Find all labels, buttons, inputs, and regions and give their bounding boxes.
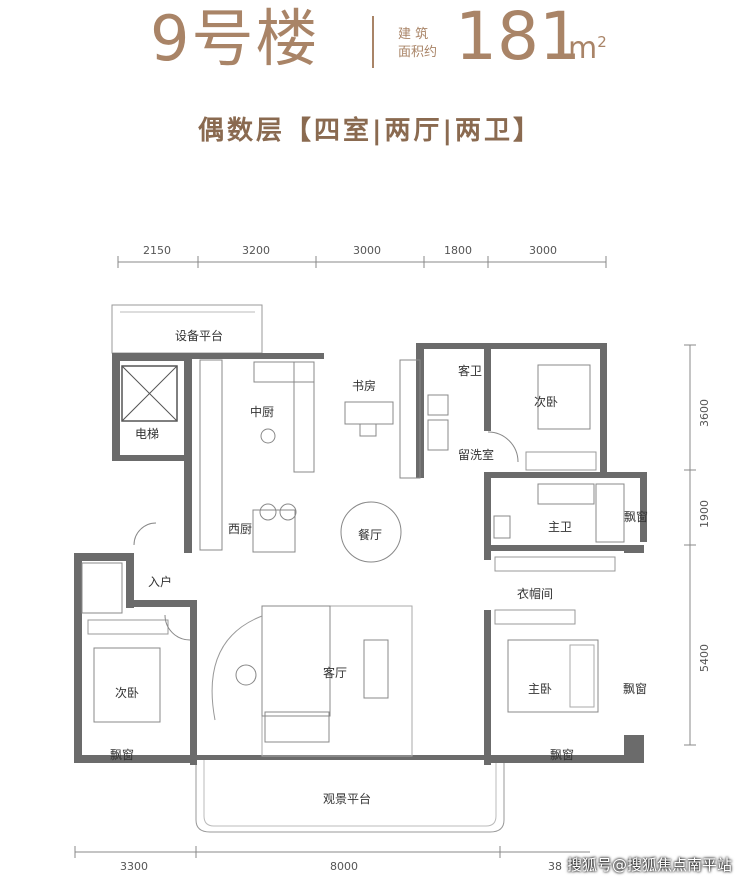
- room-closet: 衣帽间: [517, 587, 554, 601]
- study-chair: [359, 423, 377, 437]
- living-rug: [261, 605, 413, 757]
- closet-rail-2: [494, 609, 576, 625]
- room-master-bedroom: 主卧: [528, 682, 553, 696]
- room-western-kitchen: 西厨: [228, 522, 253, 536]
- bottom-dimension-line: [74, 846, 590, 858]
- laundry-door-swing: [487, 431, 519, 463]
- room-entrance: 入户: [148, 575, 173, 589]
- layout-subtitle: 偶数层【四室|两厅|两卫】: [198, 116, 542, 146]
- washer: [427, 419, 449, 451]
- entry-door-swing: [133, 522, 157, 546]
- room-master-bath: 主卫: [548, 520, 573, 534]
- guest-toilet: [427, 394, 449, 416]
- room-elevator: 电梯: [135, 427, 160, 441]
- coffee-table: [363, 639, 389, 699]
- sofa-chaise: [264, 711, 330, 743]
- area-label-line2: 面积约: [398, 45, 438, 60]
- wardrobe-sw: [87, 619, 169, 635]
- room-bay-window-1: 飘窗: [624, 510, 649, 524]
- room-laundry: 留洗室: [458, 448, 495, 462]
- area-unit-sup: 2: [597, 33, 607, 51]
- walls: [74, 343, 647, 765]
- elevator-shaft: [121, 365, 178, 422]
- room-bay-window-3: 飘窗: [110, 748, 135, 762]
- right-dimension-line: [684, 344, 696, 746]
- dim-bottom-3: 38: [548, 860, 562, 873]
- elevator-cross-b: [121, 365, 178, 422]
- kitchen-counter-side: [293, 361, 315, 473]
- top-dimension-line: [117, 256, 607, 268]
- dim-right-1: 3600: [698, 399, 711, 427]
- bed-headboard: [569, 644, 595, 708]
- study-bookshelf: [399, 359, 421, 479]
- dining-table: [340, 501, 402, 563]
- area-unit: m2: [568, 34, 607, 64]
- bed-sw: [93, 647, 161, 723]
- kitchen-island: [252, 509, 296, 553]
- room-dining: 餐厅: [358, 528, 383, 542]
- area-value: 181: [455, 0, 581, 75]
- study-desk: [344, 401, 394, 425]
- master-bed: [507, 639, 599, 713]
- bathtub: [595, 483, 625, 543]
- room-chinese-kitchen: 中厨: [250, 405, 275, 419]
- dim-top-3: 3000: [353, 244, 381, 257]
- room-bay-window-2: 飘窗: [623, 682, 648, 696]
- wardrobe-ne: [525, 451, 597, 471]
- sofa: [261, 605, 331, 717]
- room-bedroom-ne: 次卧: [534, 395, 559, 409]
- room-bedroom-sw: 次卧: [115, 686, 140, 700]
- bed-ne: [537, 364, 591, 430]
- balcony-inner: [203, 760, 497, 827]
- room-living: 客厅: [323, 666, 348, 680]
- room-equipment-platform: 设备平台: [175, 329, 224, 343]
- title-divider: [372, 16, 374, 68]
- dim-right-3: 5400: [698, 644, 711, 672]
- cabinet-column: [199, 359, 223, 551]
- kitchen-bin: [260, 428, 276, 444]
- sw-bedroom-door-swing: [164, 614, 191, 641]
- room-study: 书房: [352, 379, 377, 393]
- area-unit-base: m: [568, 31, 598, 66]
- watermark: 搜狐号@搜狐焦点南平站: [566, 856, 732, 874]
- balcony-outline: [195, 760, 505, 833]
- dim-right-2: 1900: [698, 500, 711, 528]
- dim-top-4: 1800: [444, 244, 472, 257]
- building-title: 9号楼: [150, 2, 320, 75]
- room-bay-window-4: 飘窗: [550, 748, 575, 762]
- side-table: [235, 664, 257, 686]
- bar-stool-2: [279, 503, 297, 521]
- area-label: 建 筑 面积约: [398, 26, 446, 62]
- area-label-line1: 建 筑: [398, 27, 429, 42]
- dim-top-2: 3200: [242, 244, 270, 257]
- master-vanity: [537, 483, 595, 505]
- master-toilet: [493, 515, 511, 539]
- dim-bottom-1: 3300: [120, 860, 148, 873]
- closet-rail: [494, 556, 616, 572]
- kitchen-counter-top: [253, 361, 315, 383]
- entrance-cabinet: [81, 562, 123, 614]
- dim-top-5: 3000: [529, 244, 557, 257]
- dim-bottom-2: 8000: [330, 860, 358, 873]
- bar-stool-1: [259, 503, 277, 521]
- curved-wall: [211, 615, 263, 721]
- room-guest-bath: 客卫: [458, 364, 483, 378]
- dim-top-1: 2150: [143, 244, 171, 257]
- room-balcony: 观景平台: [323, 792, 372, 806]
